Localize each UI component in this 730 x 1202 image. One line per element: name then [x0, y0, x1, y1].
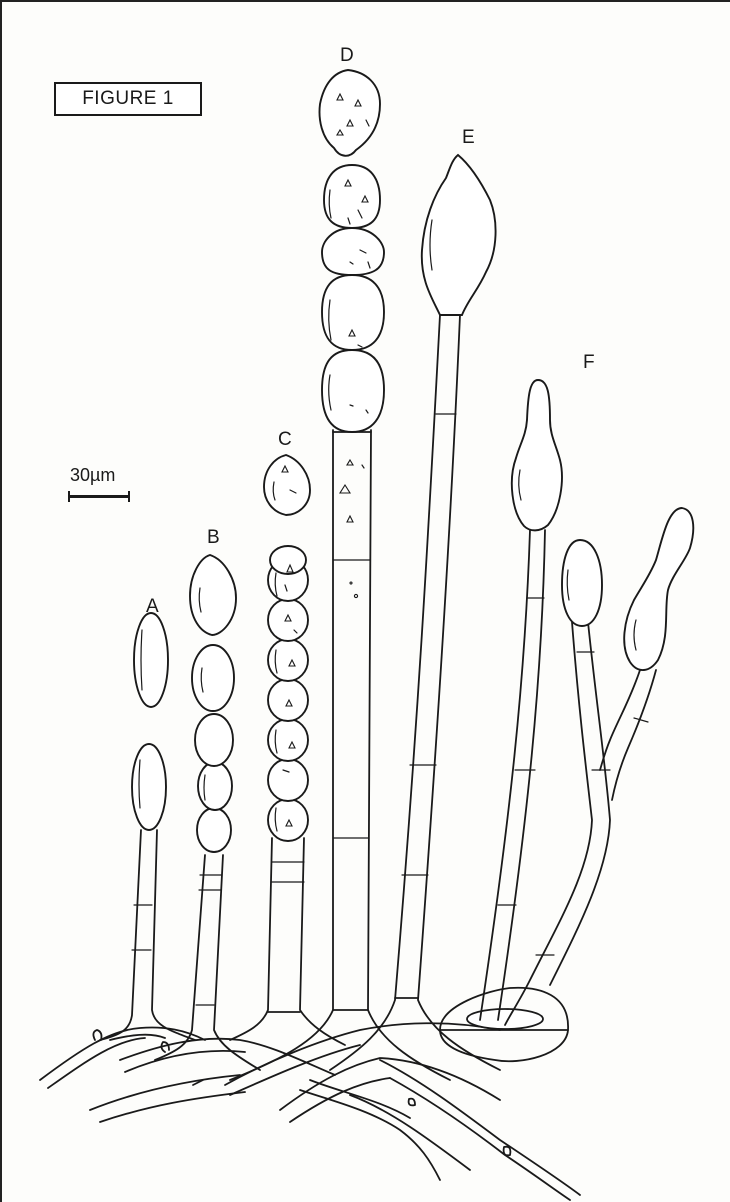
substrate-hyphae	[40, 1023, 580, 1200]
conidium-a-apical	[134, 613, 168, 707]
conidium-f-left	[512, 380, 562, 530]
panel-label-e: E	[462, 127, 475, 148]
panel-label-f: F	[583, 352, 595, 373]
specimen-b: B	[155, 527, 260, 1070]
conidium-f-middle	[562, 540, 602, 626]
conidium-c-apical	[264, 455, 310, 515]
specimen-f: F	[440, 352, 693, 1061]
panel-label-d: D	[340, 45, 354, 66]
panel-label-b: B	[207, 527, 220, 548]
conidia-chain-d	[322, 165, 384, 432]
conidium-d-apical	[320, 70, 380, 156]
specimen-a: A	[100, 596, 195, 1040]
specimen-d: D	[230, 45, 450, 1080]
conidia-chain-c	[268, 546, 308, 841]
conidium-e	[422, 155, 496, 315]
panel-label-c: C	[278, 429, 292, 450]
conidium-a-basal	[132, 744, 166, 830]
conidium-b-apical	[190, 555, 236, 635]
specimen-c: C	[230, 429, 345, 1045]
